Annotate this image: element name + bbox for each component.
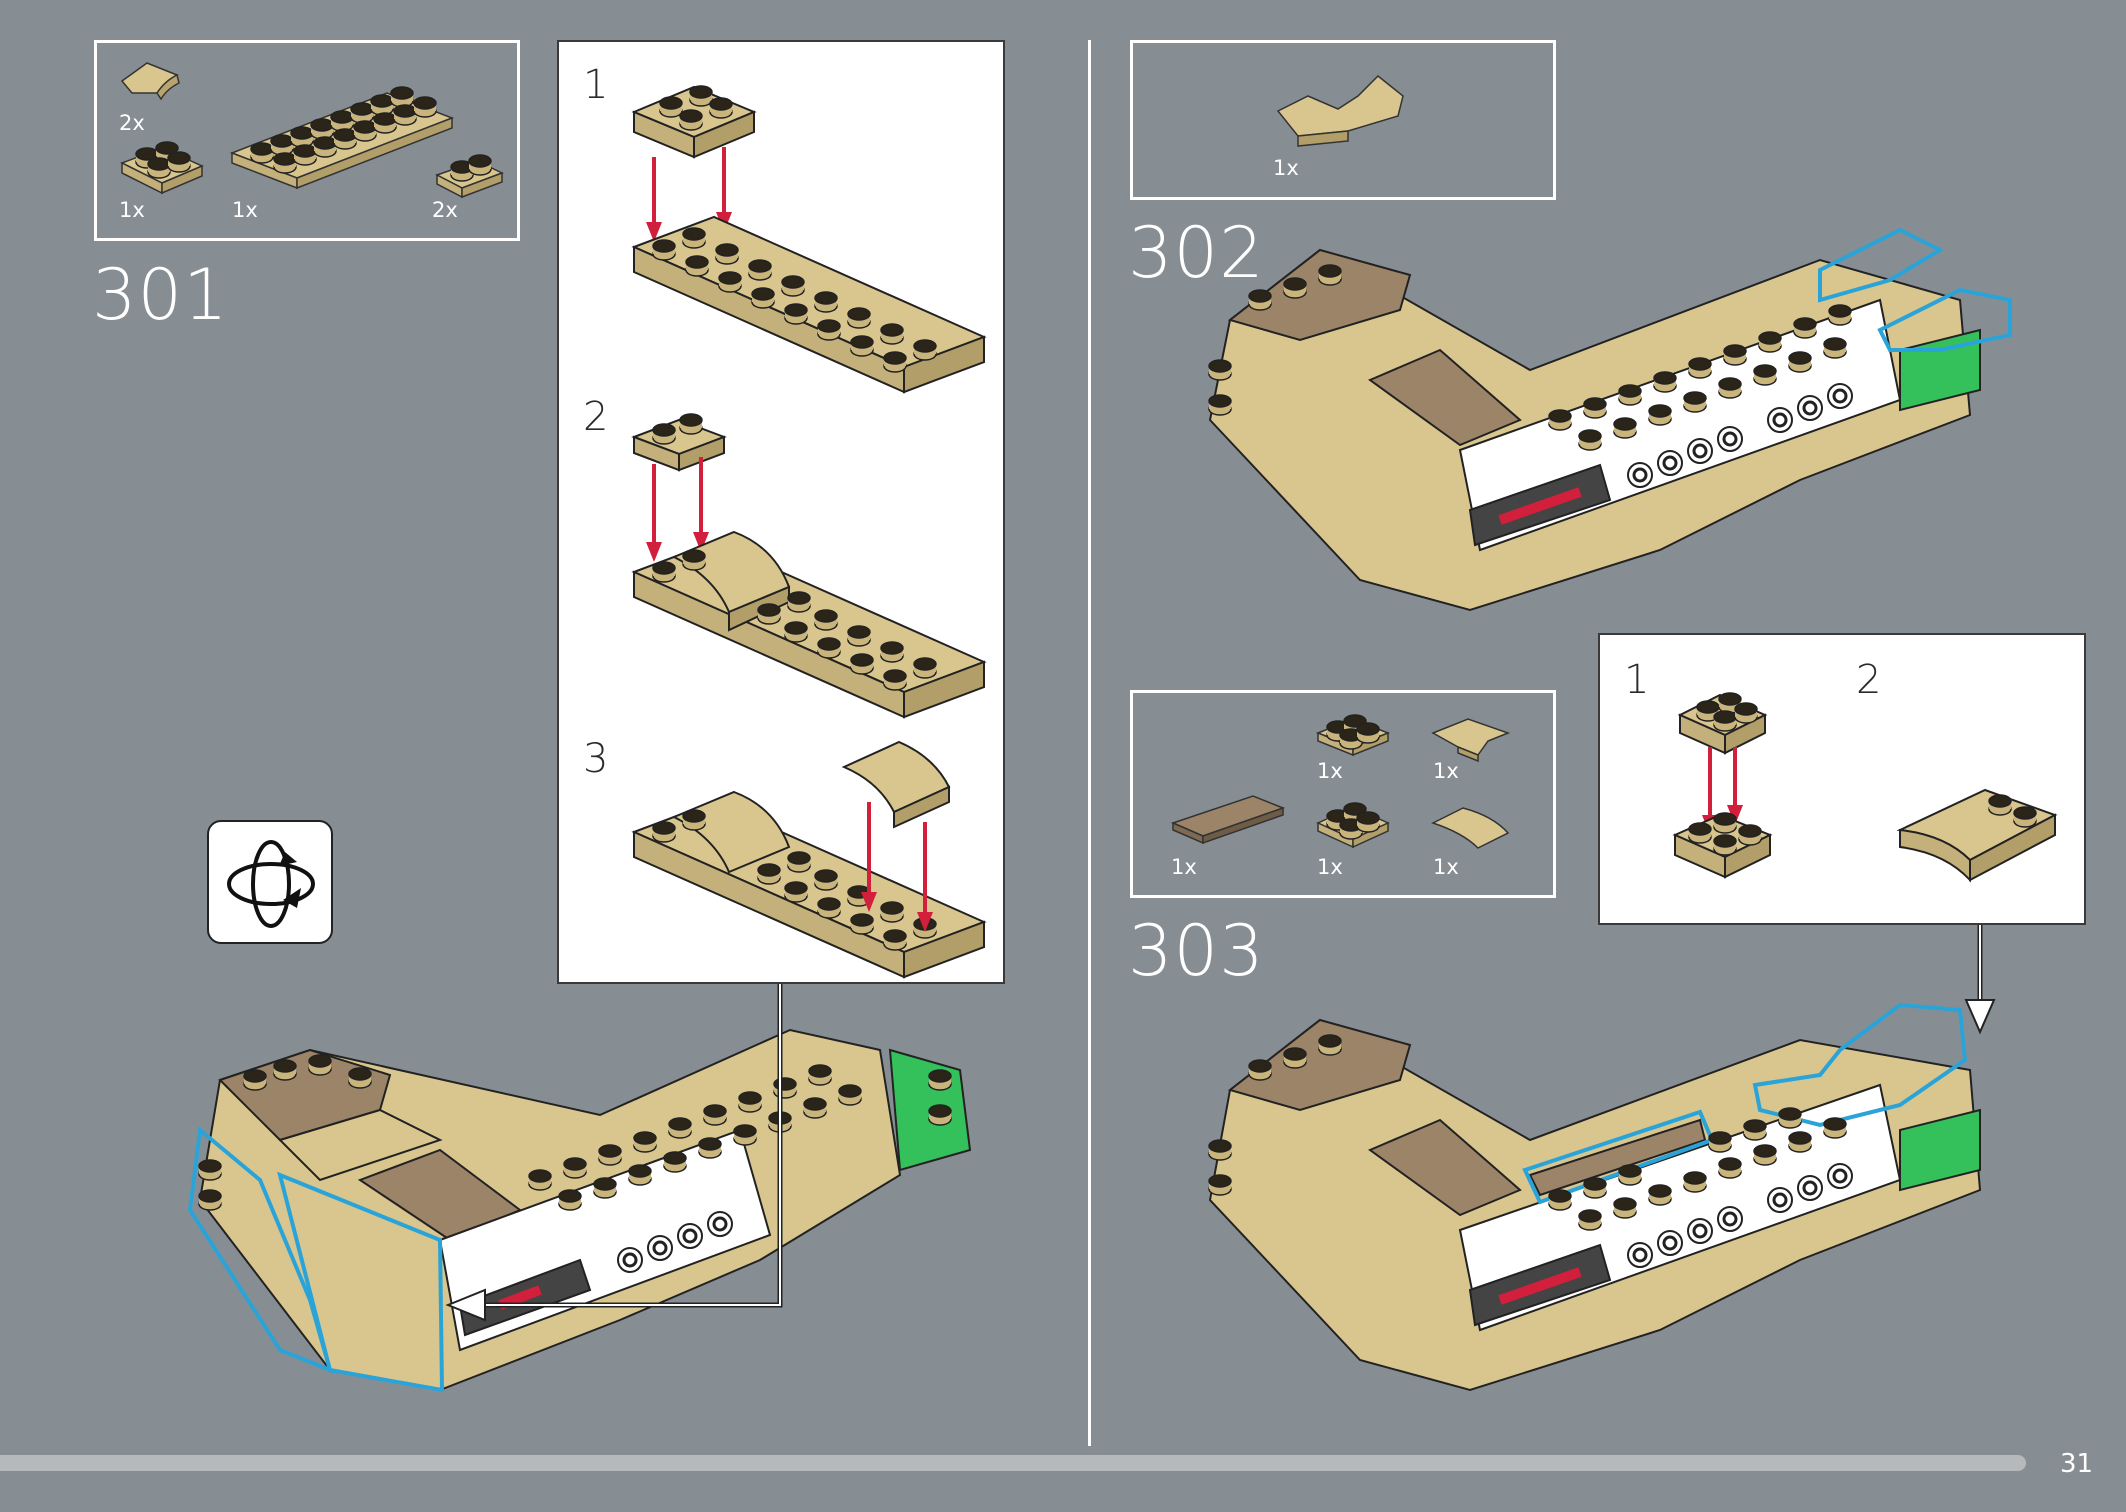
step-303-model-illustration <box>1208 1002 1982 1392</box>
part-corner-plate-icon <box>1431 718 1511 763</box>
part-slope-with-clips-icon <box>1276 74 1404 147</box>
qty-label: 1x <box>1433 759 1459 783</box>
substep-number: 2 <box>583 394 609 440</box>
step-number-302: 302 <box>1128 212 1265 294</box>
progress-bar <box>0 1455 2026 1471</box>
parts-callout-301: 2x 1x 1x 2x <box>94 40 520 241</box>
substep-number: 2 <box>1856 657 1882 703</box>
part-curved-slope-icon <box>120 62 180 101</box>
page-number: 31 <box>2060 1449 2094 1479</box>
parts-callout-303: 1x 1x 1x 1x 1x <box>1130 690 1556 898</box>
step-number-303: 303 <box>1128 910 1265 992</box>
substep-number: 1 <box>583 62 609 108</box>
substep-2-illustration <box>631 413 987 719</box>
substep-303-1-illustration <box>1672 692 1773 879</box>
qty-label: 2x <box>119 111 145 135</box>
qty-label: 1x <box>1433 855 1459 879</box>
qty-label: 1x <box>1317 759 1343 783</box>
page-divider <box>1088 40 1091 1446</box>
qty-label: 1x <box>1317 855 1343 879</box>
part-plate-2x2-icon <box>120 141 204 195</box>
step-301-model-illustration <box>187 1028 972 1393</box>
qty-label: 1x <box>1171 855 1197 879</box>
substep-1-illustration <box>631 85 987 394</box>
step-302-model-illustration <box>1208 227 2012 612</box>
part-plate-2x2-icon <box>1315 714 1391 757</box>
qty-label: 1x <box>1273 156 1299 180</box>
substep-303-2-illustration <box>1896 788 2058 883</box>
qty-label: 2x <box>432 198 458 222</box>
part-plate-1x2-icon <box>435 154 504 199</box>
substeps-panel-303: 1 2 <box>1598 633 2086 925</box>
rotate-model-icon <box>207 820 333 944</box>
step-number-301: 301 <box>92 254 229 336</box>
part-dark-tan-tile-icon <box>1170 795 1286 845</box>
part-plate-2x8-icon <box>229 86 455 190</box>
substep-number: 1 <box>1624 657 1650 703</box>
parts-callout-302: 1x <box>1130 40 1556 200</box>
qty-label: 1x <box>232 198 258 222</box>
qty-label: 1x <box>119 198 145 222</box>
substep-3-illustration <box>631 740 987 979</box>
part-plate-2x2-b-icon <box>1316 802 1390 849</box>
substep-number: 3 <box>583 736 609 782</box>
part-curved-slope-icon <box>1431 807 1510 849</box>
substeps-panel-301: 1 2 3 <box>557 40 1005 984</box>
